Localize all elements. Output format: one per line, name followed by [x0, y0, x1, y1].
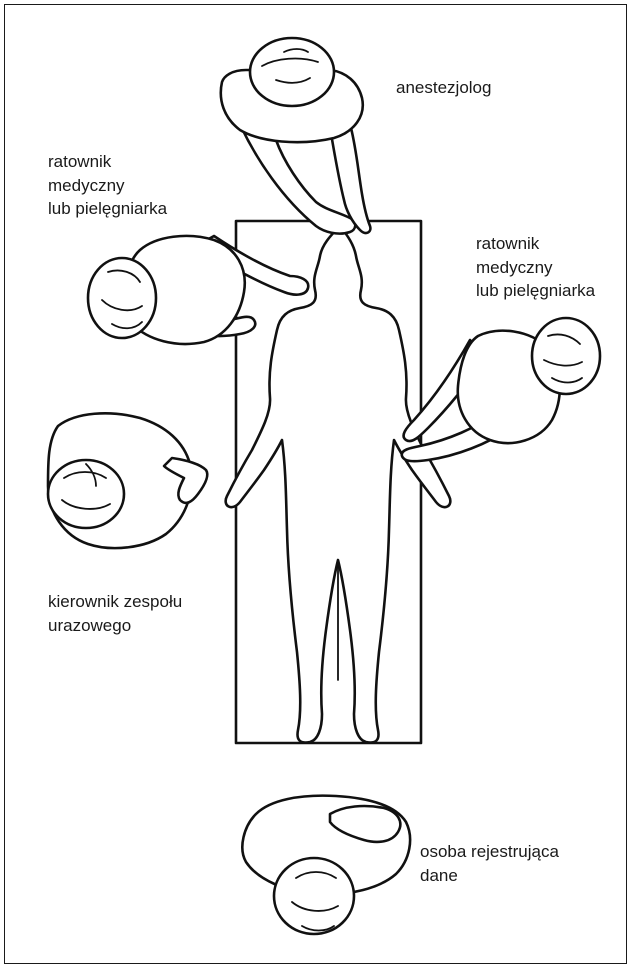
- paramedic-right-figure: [402, 318, 600, 461]
- anesthesiologist-figure: [221, 38, 371, 234]
- recorder-figure: [242, 796, 410, 934]
- label-recorder: osoba rejestrująca dane: [420, 840, 559, 887]
- label-paramedic-right: ratownik medyczny lub pielęgniarka: [476, 232, 595, 303]
- label-anesthesiologist: anestezjolog: [396, 76, 491, 100]
- label-paramedic-left: ratownik medyczny lub pielęgniarka: [48, 150, 167, 221]
- team-leader-figure: [48, 413, 207, 548]
- label-team-leader: kierownik zespołu urazowego: [48, 590, 182, 637]
